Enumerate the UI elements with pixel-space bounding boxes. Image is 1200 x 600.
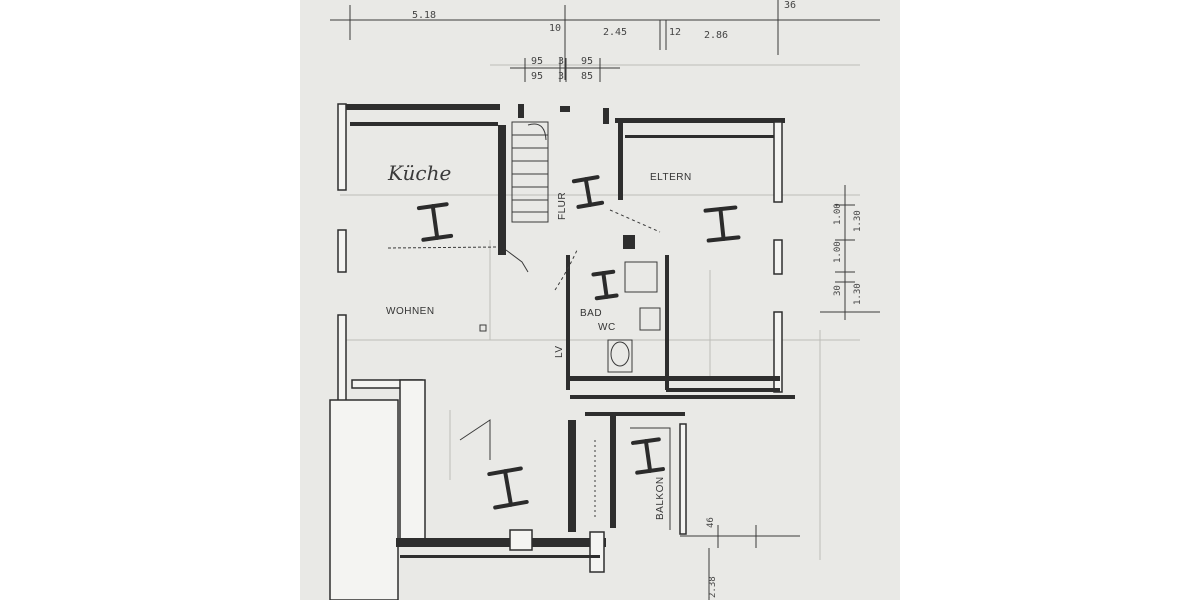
dim-top-1: 5.18 xyxy=(412,10,436,21)
dim-right-1: 1.00 xyxy=(833,203,843,225)
dim-sub-3b: 85 xyxy=(581,71,593,82)
mark-flur xyxy=(571,175,605,209)
dim-right-2: 1.30 xyxy=(853,210,863,232)
room-label-balkon: BALKON xyxy=(655,476,666,520)
room-label-wohnen: WOHNEN xyxy=(386,306,435,317)
details xyxy=(479,324,671,530)
staircase xyxy=(511,121,549,223)
dim-sub-3a: 95 xyxy=(581,56,593,67)
floor-plan: 5.18 10 2.45 12 2.86 36 95 95 3 3 95 85 … xyxy=(329,0,880,600)
dim-top-6: 36 xyxy=(784,0,796,11)
dim-sub-1a: 95 xyxy=(531,56,543,67)
mark-lower xyxy=(487,466,529,510)
doors xyxy=(387,209,661,460)
mark-kitchen xyxy=(416,202,454,242)
room-label-bad: BAD xyxy=(580,308,602,319)
bathroom-fixtures xyxy=(607,261,661,373)
top-dimension-chain: 5.18 10 2.45 12 2.86 36 95 95 3 3 95 85 xyxy=(330,0,880,82)
dim-sub-2a: 3 xyxy=(558,56,564,67)
mark-eltern xyxy=(703,205,741,243)
dim-top-2: 10 xyxy=(549,23,561,34)
dim-sub-2b: 3 xyxy=(558,71,564,82)
room-label-eltern: ELTERN xyxy=(650,172,692,183)
dim-right-4: 30 xyxy=(833,285,843,296)
mark-bad xyxy=(591,269,619,301)
floor-plan-sheet: 5.18 10 2.45 12 2.86 36 95 95 3 3 95 85 … xyxy=(300,0,900,600)
dim-right-5: 1.30 xyxy=(853,283,863,305)
bottom-dimension-chain: 46 2.38 xyxy=(680,517,800,600)
dim-top-5: 2.86 xyxy=(704,30,728,41)
dim-sub-1b: 95 xyxy=(531,71,543,82)
dim-bottom-1: 46 xyxy=(706,517,716,528)
room-label-flur: FLUR xyxy=(557,192,568,220)
handwritten-marks xyxy=(416,175,741,510)
right-dimension-chain: 1.00 1.30 1.00 30 1.30 xyxy=(820,185,880,320)
dim-right-3: 1.00 xyxy=(833,241,843,263)
dim-top-4: 12 xyxy=(669,27,681,38)
walls xyxy=(329,103,795,600)
room-labels: Küche FLUR ELTERN WOHNEN BAD WC LV BALKO… xyxy=(386,161,692,520)
room-label-kitchen: Küche xyxy=(387,161,451,185)
room-label-wc: WC xyxy=(598,322,616,333)
room-label-lv: LV xyxy=(554,346,565,359)
dim-bottom-2: 2.38 xyxy=(708,576,718,598)
mark-balkon xyxy=(631,437,665,475)
dim-top-3: 2.45 xyxy=(603,27,627,38)
